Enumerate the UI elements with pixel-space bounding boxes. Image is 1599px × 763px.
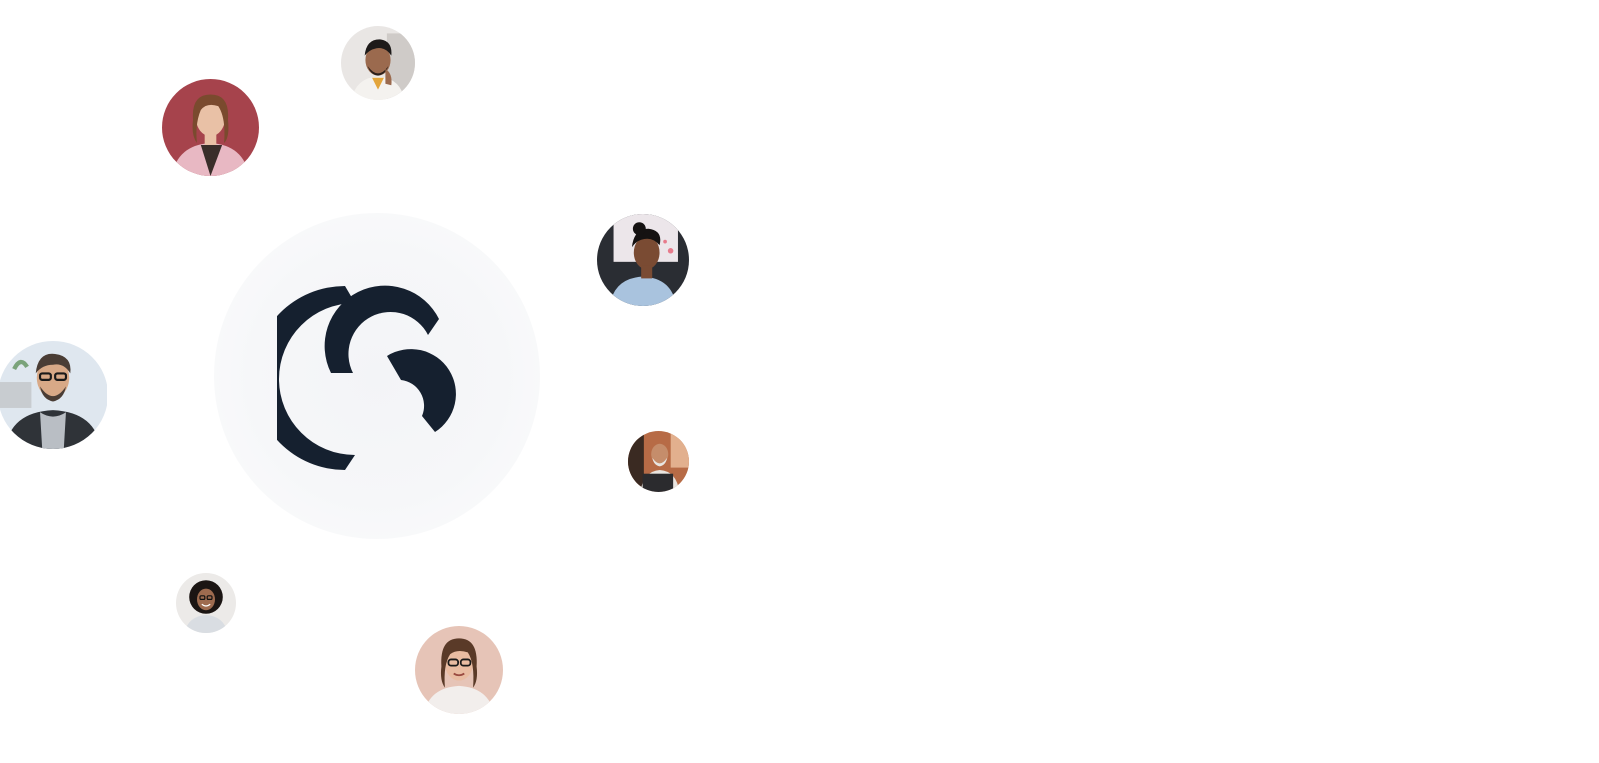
avatar-woman-pink-blazer <box>162 79 259 176</box>
avatar-woman-curly-hair <box>176 573 236 633</box>
avatar-man-glasses-blazer <box>0 341 108 449</box>
avatar-woman-glasses <box>415 626 503 714</box>
avatar-man-laptop-cafe <box>628 431 689 492</box>
brand-logo-icon <box>253 276 477 476</box>
logo-halo <box>214 213 540 539</box>
avatar-man-smiling-beard <box>341 26 415 100</box>
avatar-woman-blue-shirt <box>597 214 689 306</box>
